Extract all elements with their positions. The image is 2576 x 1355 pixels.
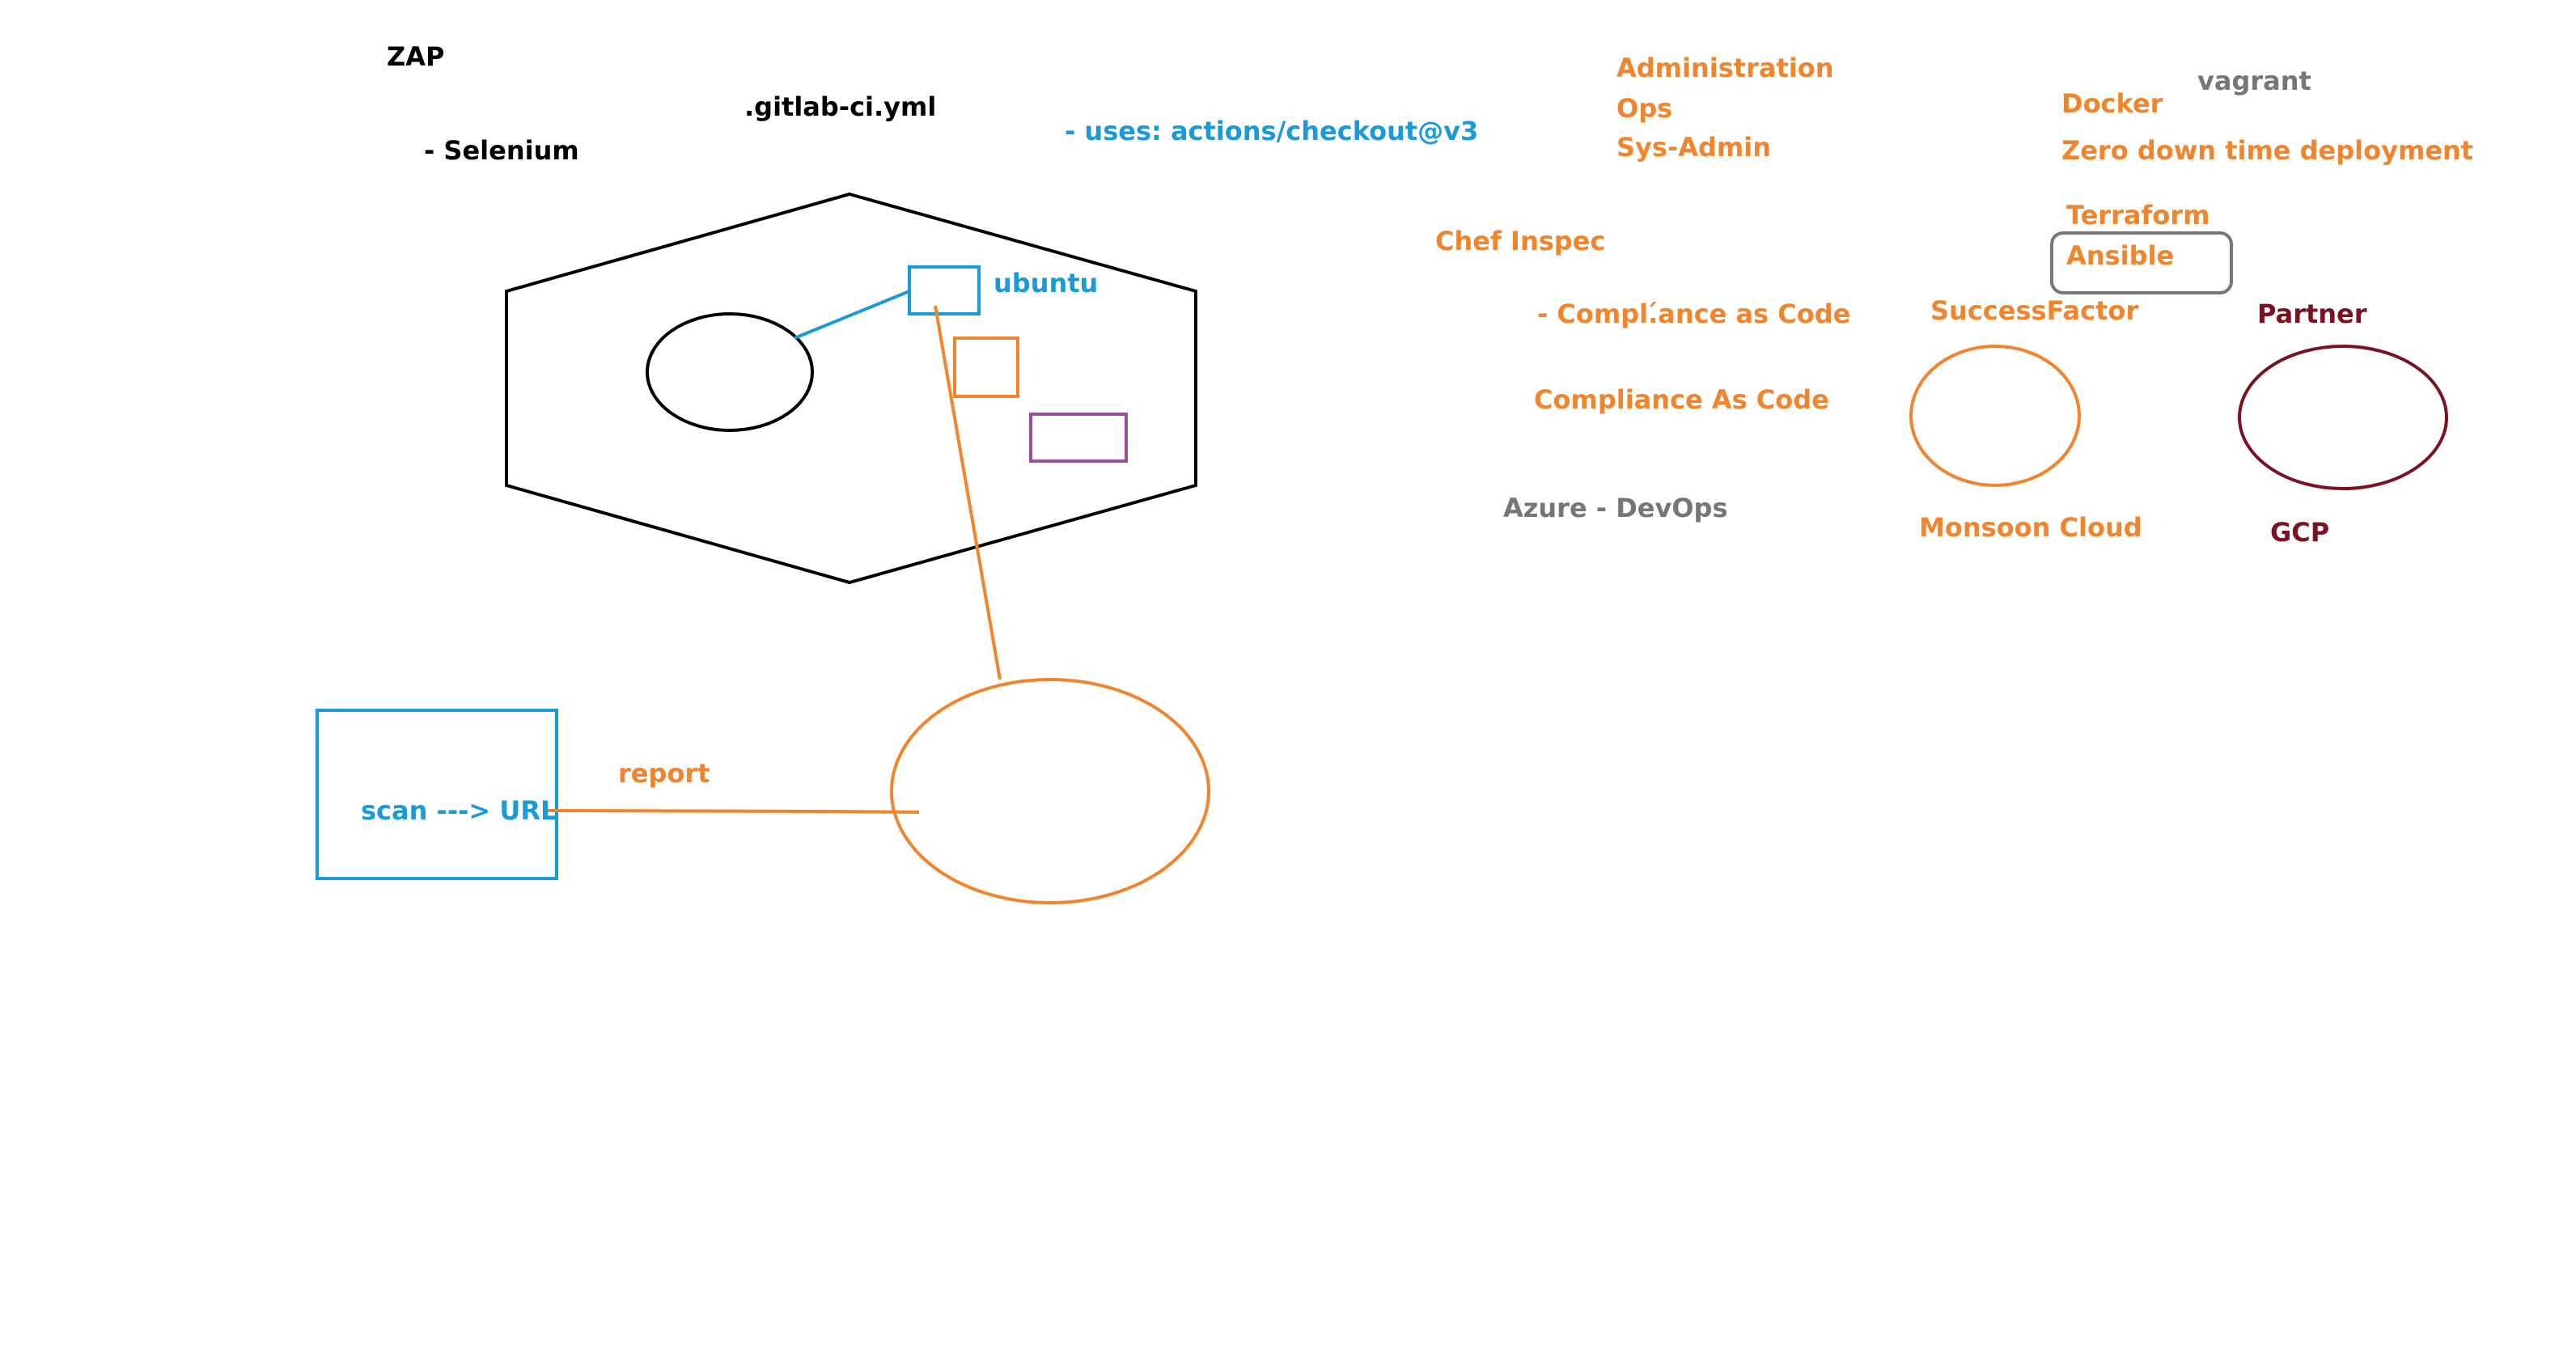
ansible-label: Ansible [2066, 240, 2175, 271]
zap-label: ZAP [387, 41, 445, 72]
terraform-label: Terraform [2066, 200, 2210, 231]
chef-inspec-label: Chef Inspec [1435, 226, 1606, 256]
ops-label: Ops [1616, 93, 1673, 124]
partner-ellipse [2238, 345, 2448, 490]
hexagon-shape [505, 192, 1197, 585]
gcp-label: GCP [2270, 517, 2330, 548]
selenium-label: - Selenium [424, 135, 579, 166]
administration-label: Administration [1616, 53, 1834, 83]
docker-label: Docker [2061, 88, 2163, 119]
purple-rectangle [1029, 413, 1128, 463]
blue-connector-line [794, 290, 910, 340]
large-orange-ellipse [890, 678, 1210, 904]
azure-devops-label: Azure - DevOps [1503, 493, 1728, 523]
compliance-as-code-2-label: Compliance As Code [1534, 384, 1829, 415]
scan-box [316, 709, 558, 880]
orange-square [953, 337, 1019, 398]
ubuntu-label: ubuntu [994, 268, 1099, 299]
successfactor-label: SuccessFactor [1930, 295, 2139, 326]
ansible-box [2050, 231, 2233, 294]
zero-downtime-label: Zero down time deployment [2061, 135, 2474, 166]
partner-label: Partner [2257, 299, 2367, 329]
black-ellipse [646, 312, 814, 432]
compliance-as-code-label: - Compl.́ance as Code [1537, 299, 1851, 329]
vagrant-label: vagrant [2197, 66, 2311, 96]
gitlab-ci-label: .gitlab-ci.yml [744, 91, 937, 122]
monsoon-cloud-label: Monsoon Cloud [1919, 512, 2142, 543]
report-label: report [618, 758, 710, 789]
successfactor-ellipse [1909, 345, 2081, 487]
report-line [544, 809, 920, 814]
ubuntu-box [908, 265, 981, 315]
sys-admin-label: Sys-Admin [1616, 132, 1771, 163]
orange-connector-line [934, 305, 1002, 680]
scan-url-label: scan ---> URL [361, 795, 557, 826]
uses-checkout-label: - uses: actions/checkout@v3 [1065, 116, 1479, 146]
